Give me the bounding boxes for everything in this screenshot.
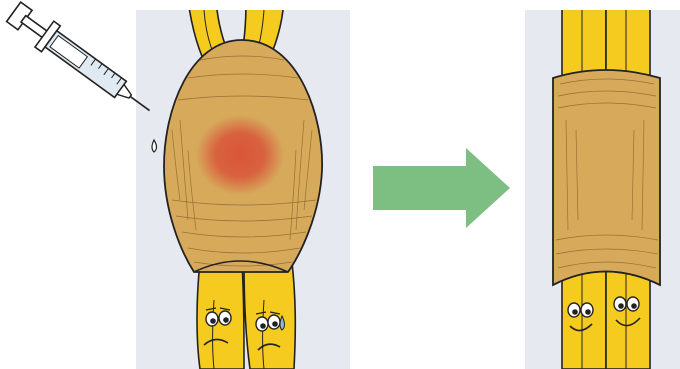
- syringe-icon: [4, 0, 159, 123]
- inflammation-area: [196, 115, 284, 195]
- after-panel: [525, 0, 680, 369]
- before-panel: [4, 0, 350, 369]
- healed-sheath: [553, 70, 660, 285]
- right-arrow-icon: [373, 148, 510, 228]
- swollen-sheath: [164, 40, 322, 272]
